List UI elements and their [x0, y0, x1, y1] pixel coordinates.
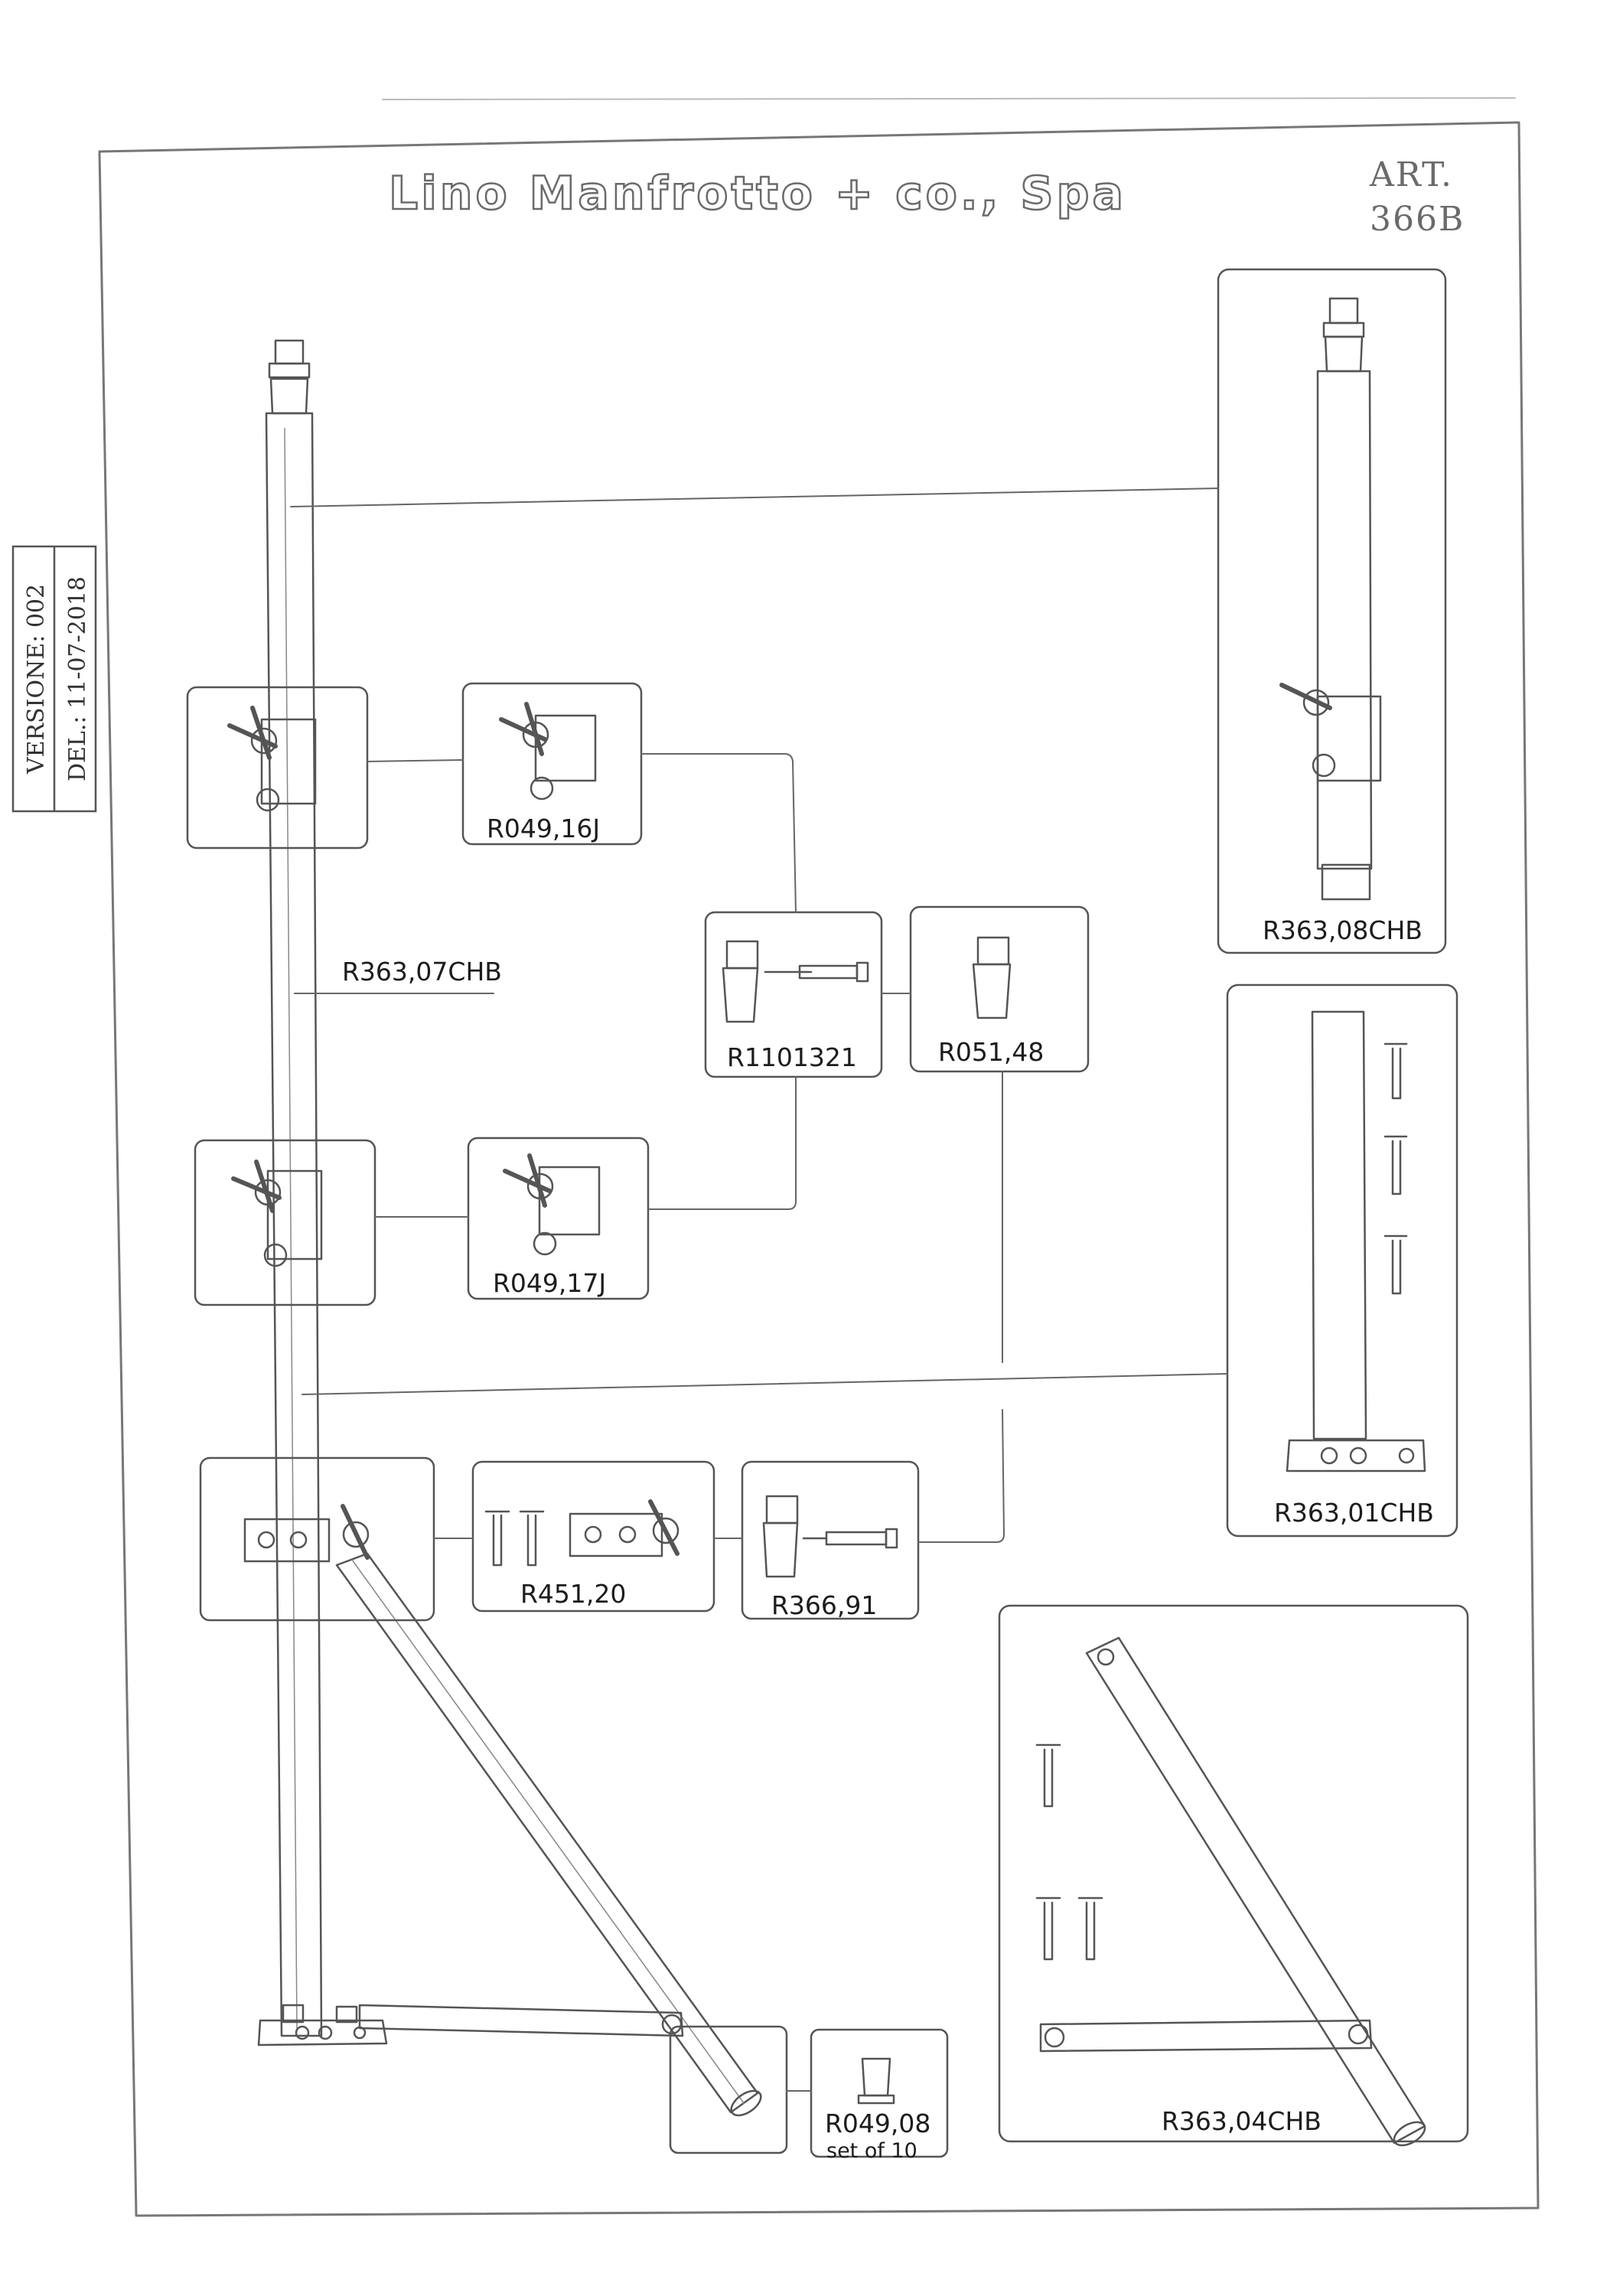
part-r049-08: [857, 2057, 895, 2105]
version-stamp: VERSIONE: 002 DEL.: 11-07-2018: [11, 545, 97, 813]
box-r051-48: [909, 905, 1090, 1073]
main-brace: [358, 2004, 684, 2037]
main-column: [265, 339, 323, 2037]
box-r049-17j: [467, 1137, 650, 1300]
label-r051-48: R051,48: [938, 1037, 1045, 1067]
label-r366-91: R366,91: [771, 1590, 878, 1620]
article-code: ART. 366B: [1370, 153, 1465, 242]
clamp-r049-17j: [503, 1153, 601, 1256]
part-r451-20: [484, 1499, 680, 1567]
box-r366-91: [741, 1460, 920, 1620]
part-r051-48: [972, 936, 1012, 1019]
box-clamp-lower-main: [194, 1139, 376, 1306]
box-r363-08chb: [1217, 268, 1447, 954]
main-leg: [335, 1552, 762, 2117]
part-r363-01chb: [1286, 1010, 1426, 1473]
label-r049-17j: R049,17J: [493, 1268, 607, 1298]
label-r363-01chb: R363,01CHB: [1274, 1498, 1434, 1528]
part-r363-04chb: [1035, 1636, 1426, 2147]
clamp-lower-main: [231, 1159, 323, 1267]
box-clamp-upper-main: [186, 686, 369, 850]
label-r1101321: R1101321: [727, 1042, 857, 1072]
label-r049-08: R049,08: [825, 2108, 931, 2138]
box-r1101321: [704, 911, 883, 1078]
article-line-2: 366B: [1370, 200, 1465, 239]
label-r363-07chb: R363,07CHB: [342, 957, 502, 987]
company-title: Lino Manfrotto + co., Spa: [388, 166, 1126, 222]
part-r366-91: [762, 1495, 898, 1578]
label-r451-20: R451,20: [520, 1579, 627, 1609]
part-r363-08chb: [1279, 297, 1382, 901]
box-r363-01chb: [1226, 983, 1458, 1538]
box-leg-end: [669, 2025, 788, 2154]
clamp-upper-main: [227, 706, 317, 812]
connector-lines: [290, 488, 1228, 2092]
part-r1101321: [722, 940, 869, 1023]
stamp-version: VERSIONE: 002: [23, 584, 50, 775]
box-r451-20: [471, 1460, 715, 1613]
box-r049-16j: [461, 682, 643, 846]
clamp-r049-16j: [499, 702, 597, 801]
label-set-of-10: set of 10: [826, 2139, 917, 2163]
box-r049-08: [810, 2028, 949, 2158]
label-r049-16j: R049,16J: [487, 814, 601, 843]
article-line-1: ART.: [1370, 155, 1453, 194]
bottom-bracket: [257, 2004, 388, 2047]
sheet-frame: [98, 121, 1540, 2217]
stamp-date: DEL.: 11-07-2018: [64, 576, 91, 781]
bracket-main: [243, 1504, 370, 1563]
label-r363-04chb: R363,04CHB: [1162, 2106, 1322, 2136]
label-r363-08chb: R363,08CHB: [1263, 915, 1423, 945]
box-r363-04chb: [998, 1604, 1469, 2143]
top-edge-line: [382, 97, 1516, 100]
